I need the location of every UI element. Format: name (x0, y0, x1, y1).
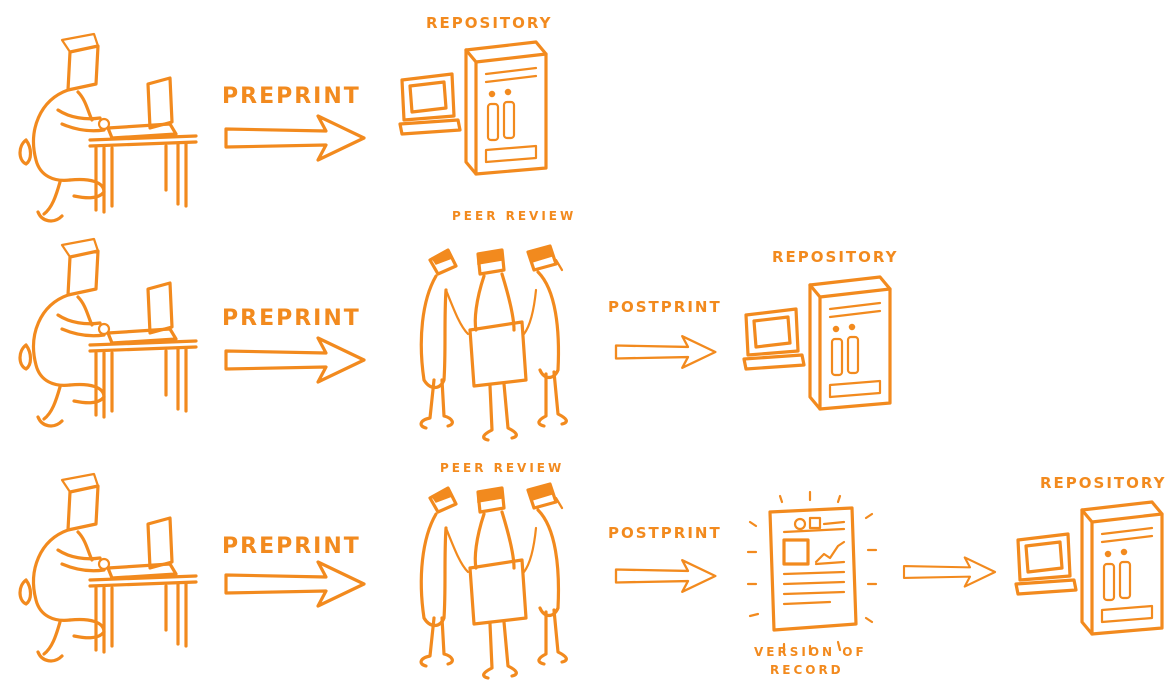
repository-label: REPOSITORY (772, 248, 899, 266)
peer-review-icon (419, 482, 568, 680)
preprint-label: PREPRINT (222, 84, 361, 109)
peer-review-label: PEER REVIEW (452, 209, 577, 223)
postprint-arrow-icon (614, 335, 717, 369)
author-at-desk-icon (18, 472, 198, 663)
postprint-label: POSTPRINT (608, 524, 722, 542)
repository-icon (398, 40, 548, 176)
preprint-arrow-icon (224, 560, 366, 608)
repository-label: REPOSITORY (1040, 474, 1167, 492)
version-of-record-label-line2: RECORD (770, 663, 844, 677)
repository-icon (742, 275, 892, 411)
repository-icon (1014, 500, 1164, 636)
preprint-label: PREPRINT (222, 534, 361, 559)
author-at-desk-icon (18, 32, 198, 223)
arrow-icon (902, 556, 997, 588)
peer-review-icon (419, 244, 568, 442)
version-of-record-label-line1: VERSION OF (754, 645, 867, 659)
version-of-record-document-icon (746, 490, 878, 656)
repository-label: REPOSITORY (426, 14, 553, 32)
author-at-desk-icon (18, 237, 198, 428)
peer-review-label: PEER REVIEW (440, 461, 565, 475)
preprint-arrow-icon (224, 336, 366, 384)
postprint-label: POSTPRINT (608, 298, 722, 316)
postprint-arrow-icon (614, 559, 717, 593)
preprint-label: PREPRINT (222, 306, 361, 331)
preprint-arrow-icon (224, 114, 366, 162)
